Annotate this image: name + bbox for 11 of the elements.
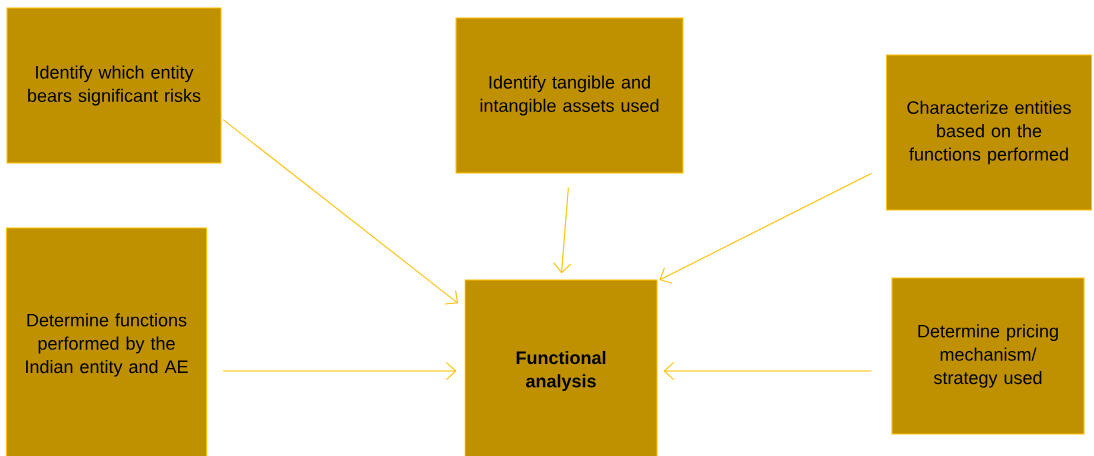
process-box: Identify which entity bears significant risks — [6, 7, 222, 164]
arrow — [222, 119, 459, 305]
arrow — [222, 361, 457, 381]
process-box: Determine pricing mechanism/ strategy used — [891, 277, 1085, 435]
arrow — [659, 172, 873, 284]
arrow — [553, 186, 572, 274]
process-box: Characterize entities based on the functions performed — [885, 54, 1093, 211]
process-box: Functional analysis — [464, 279, 658, 456]
arrow — [663, 361, 872, 381]
process-box: Identify tangible and intangible assets used — [455, 17, 684, 174]
process-box: Determine functions performed by the Indian entity and AE — [6, 227, 208, 456]
